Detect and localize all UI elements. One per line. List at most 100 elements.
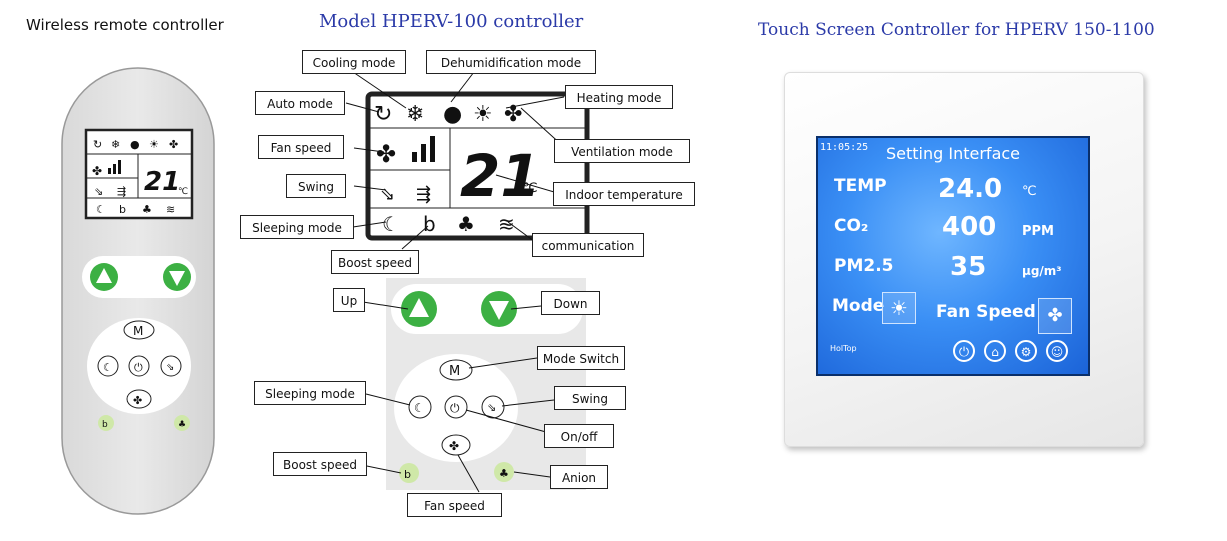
remote-tree-icon: ♣ [142,203,152,216]
sleeping-mode-icon: ☾ [382,212,400,236]
heating-mode-icon: ☀ [473,102,493,127]
svg-text:⇘: ⇘ [166,362,174,373]
remote-sleep-button[interactable] [97,355,119,377]
callout-on-off: On/off [544,424,614,448]
power-button[interactable] [444,395,468,419]
model-title: Model HPERV-100 controller [319,11,584,32]
ts-temp-label: TEMP [834,176,887,196]
ts-pm-value: 35 [950,252,987,282]
boost-button[interactable] [399,463,419,483]
svg-text:b: b [404,468,411,481]
ts-mode-label: Mode [832,296,885,316]
swing-button[interactable] [481,395,505,419]
gear-icon: ⚙ [1020,345,1032,359]
remote-mode-button[interactable] [123,320,155,340]
callout-boost-speed-btn: Boost speed [273,452,367,476]
ts-settings-button[interactable]: ⚙ [1015,340,1037,362]
remote-swing-icon: ⇘ [94,185,103,198]
ts-pm-unit: μg/m³ [1022,264,1062,278]
callout-ventilation-mode: Ventilation mode [554,139,690,163]
callout-sleeping-mode-btn: Sleeping mode [254,381,366,405]
ts-header: Setting Interface [886,144,1021,163]
remote-anion-button[interactable] [174,415,190,431]
svg-text:⇶: ⇶ [117,185,126,198]
callout-cooling-mode: Cooling mode [302,50,406,74]
home-icon: ⌂ [991,345,999,359]
remote-fan-icon: ✤ [92,164,102,178]
touchscreen-display: 11:05:25 Setting Interface TEMP 24.0 ℃ C… [816,136,1090,376]
callout-dehumidification-mode: Dehumidification mode [426,50,596,74]
sun-icon: ☀ [890,296,908,320]
svg-text:✤: ✤ [169,138,178,151]
ts-temp-value: 24.0 [938,174,1003,204]
touch-title: Touch Screen Controller for HPERV 150-11… [758,20,1155,40]
model-diagram: ↻ ❄ ● ☀ ✤ ✤ ⇘ ⇶ 21 ℃ ☾ b ♣ ≋ M ☾ ⏻ ⇘ ✤ b… [345,71,590,493]
callout-swing-btn: Swing [554,386,626,410]
callout-fan-speed: Fan speed [258,135,344,159]
svg-text:⇘: ⇘ [487,401,496,414]
fan-icon: ✤ [1047,305,1063,326]
fan-speed-icon: ✤ [376,140,396,168]
communication-icon: ≋ [498,212,515,236]
svg-text:❄: ❄ [111,138,120,151]
ts-power-button[interactable]: ⏻ [953,340,975,362]
ts-home-button[interactable]: ⌂ [984,340,1006,362]
svg-text:●: ● [130,138,140,151]
ts-temp-unit: ℃ [1022,184,1037,199]
power-icon: ⏻ [958,345,970,360]
swing-fan-icon: ⇶ [416,184,431,205]
anion-button[interactable] [494,462,514,482]
ventilation-mode-icon: ✤ [504,102,522,127]
remote-power-button[interactable] [128,355,150,377]
remote-boost-button[interactable] [98,415,114,431]
callout-auto-mode: Auto mode [255,91,345,115]
svg-text:b: b [102,420,108,430]
remote-swing-button[interactable] [160,355,182,377]
svg-text:☀: ☀ [149,138,159,151]
mode-switch-button[interactable] [439,359,473,381]
ts-time: 11:05:25 [820,142,869,153]
remote-moon-icon: ☾ [96,203,106,216]
svg-text:⏻: ⏻ [450,401,460,415]
dehumidification-icon: ● [443,102,462,127]
ts-brand: HolTop [830,344,857,353]
svg-text:☾: ☾ [414,401,425,415]
ts-fan-button[interactable]: ✤ [1038,298,1072,334]
swing-icon: ⇘ [380,184,395,205]
callout-sleeping-mode: Sleeping mode [240,215,354,239]
auto-mode-icon: ↻ [374,102,392,127]
ts-co2-value: 400 [942,212,997,242]
fan-speed-button[interactable] [441,434,471,456]
ts-fan-label: Fan Speed [936,302,1036,322]
remote-lcd-unit: ℃ [178,187,188,197]
ts-pm-label: PM2.5 [834,256,894,276]
remote-mode-icons: ↻ ❄ ● ☀ ✤ [93,138,178,151]
svg-text:M: M [133,324,143,338]
anion-tree-icon: ♣ [457,212,475,236]
svg-text:♣: ♣ [499,467,509,480]
callout-down: Down [541,291,600,315]
callout-boost-speed: Boost speed [331,250,419,274]
callout-communication: communication [532,233,644,257]
callout-up: Up [333,288,365,312]
remote-wifi-icon: ≋ [166,203,175,216]
remote-lcd-temp: 21 [144,167,180,197]
sleep-button[interactable] [408,395,432,419]
boost-speed-icon: b [423,212,436,236]
lcd-unit: ℃ [523,181,538,196]
callout-fan-speed-btn: Fan speed [407,493,502,517]
svg-text:⏻: ⏻ [134,361,143,374]
ts-co2-label: CO₂ [834,216,869,236]
svg-text:♣: ♣ [178,420,186,430]
remote-fan-button[interactable] [126,389,152,409]
ts-mode-button[interactable]: ☀ [882,292,916,324]
cooling-mode-icon: ❄ [406,102,424,127]
callout-mode-switch: Mode Switch [537,346,625,370]
callout-indoor-temperature: Indoor temperature [553,182,695,206]
callout-swing: Swing [286,174,346,198]
callout-heating-mode: Heating mode [565,85,673,109]
svg-text:↻: ↻ [93,138,102,151]
ts-smiley-button[interactable]: ☺ [1046,340,1068,362]
svg-text:M: M [449,364,460,379]
remote-boost-icon: b [119,203,126,216]
